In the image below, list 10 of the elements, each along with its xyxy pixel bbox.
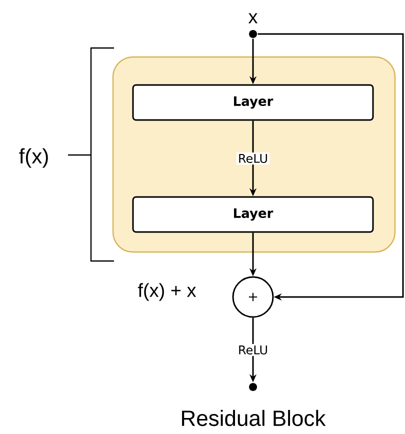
output-dot xyxy=(249,383,257,391)
arrow xyxy=(258,33,404,301)
edge-label: ReLU xyxy=(236,152,270,164)
sum-label: f(x) + x xyxy=(138,283,196,301)
layer-box: Layer xyxy=(132,196,374,233)
caption: Residual Block xyxy=(182,410,326,426)
node-label: x xyxy=(248,13,258,24)
layer-box: Layer xyxy=(132,84,374,121)
function-label: f(x) xyxy=(19,148,48,168)
edge-label: ReLU xyxy=(236,344,270,356)
